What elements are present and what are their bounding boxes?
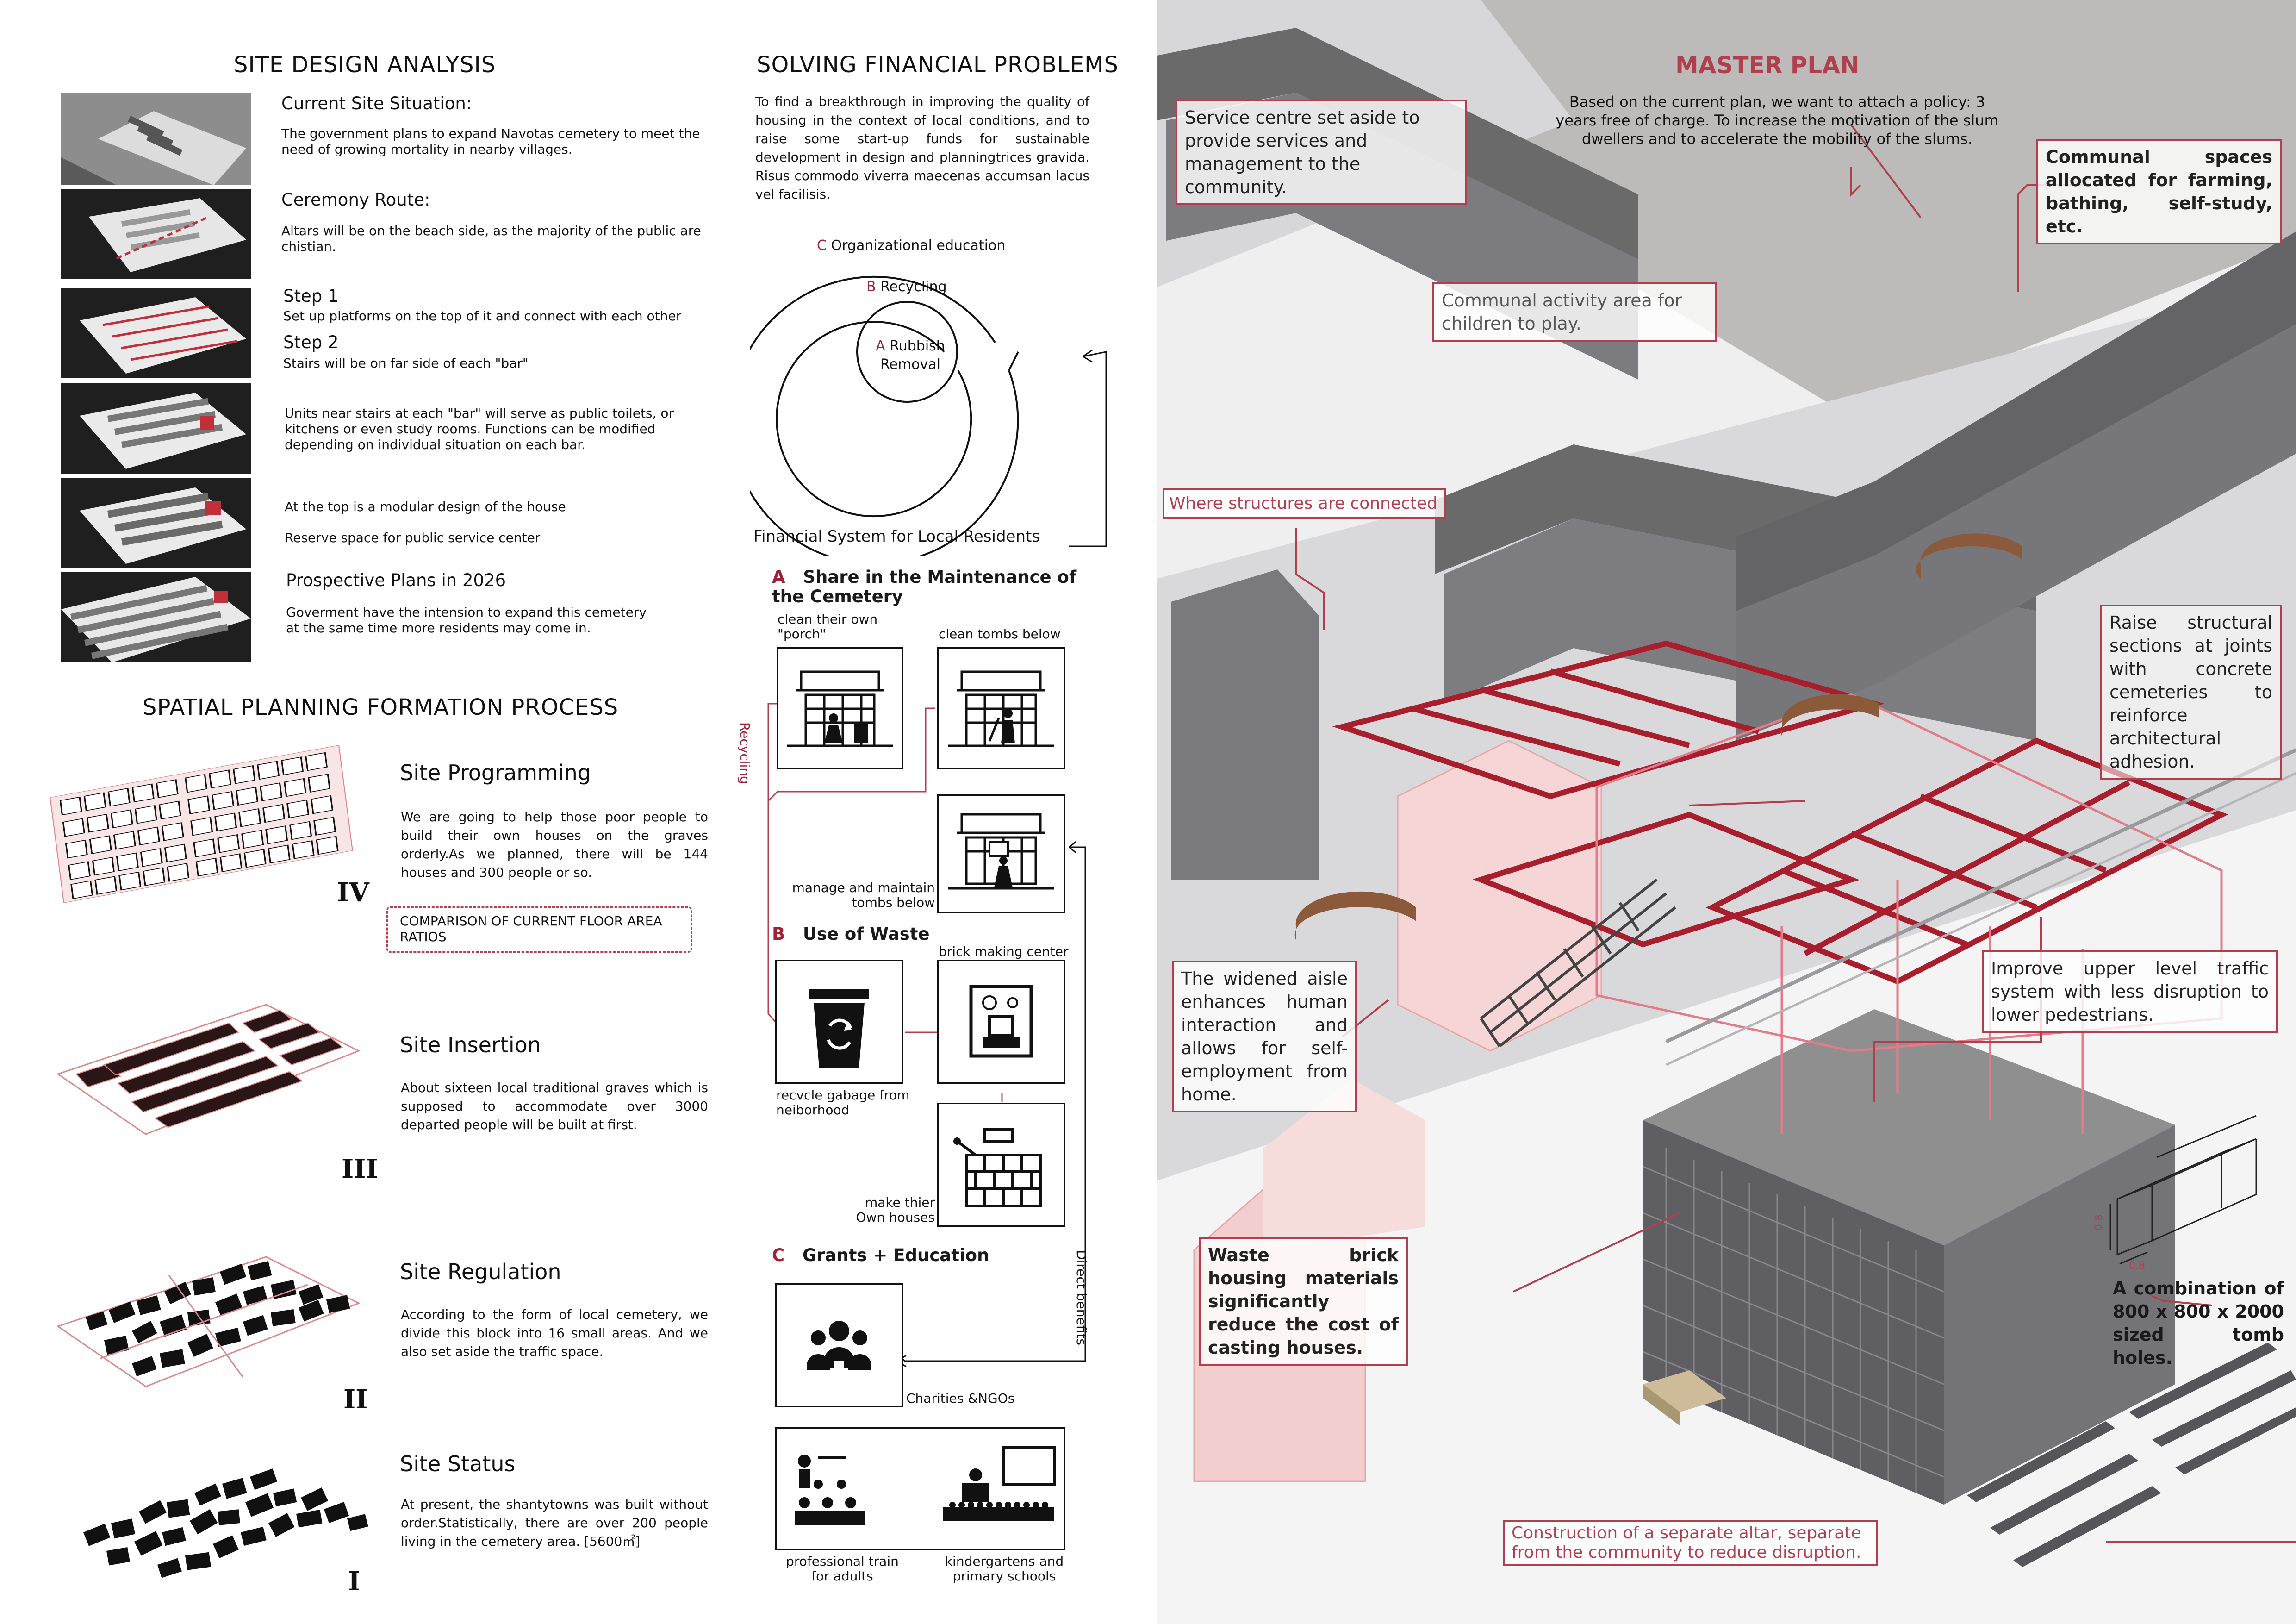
direct-benefits-label: Direct benefits (1074, 1250, 1089, 1345)
ring-a-label: A Rubbish Removal (876, 338, 945, 373)
site-thumb-6 (61, 572, 251, 662)
roman-iii: III (342, 1154, 378, 1184)
site-thumb-1 (61, 93, 251, 185)
recycling-side-label: Recycling (737, 722, 753, 784)
stage-text-insertion: About sixteen local traditional graves w… (401, 1080, 708, 1132)
step-heading-ceremony: Ceremony Route: (281, 190, 430, 210)
roman-iv: IV (337, 877, 369, 908)
site-thumb-5 (61, 478, 251, 568)
diagram-stage-i (83, 1468, 368, 1578)
label-clean-porch: clean their own "porch" (778, 612, 878, 642)
label-brick-center: brick making center (939, 944, 1069, 959)
financial-system-label: Financial System for Local Residents (753, 527, 1040, 546)
ann-structures-connected: Where structures are connected (1163, 488, 1446, 519)
icon-box-clean-tombs (937, 647, 1065, 769)
stage-text-status: At present, the shantytowns was built wi… (401, 1497, 708, 1549)
step-text-step2: Stairs will be on far side of each "bar" (283, 356, 529, 371)
step-text-2026: Goverment have the intension to expand t… (286, 605, 647, 636)
step-heading-2026: Prospective Plans in 2026 (286, 570, 506, 590)
ann-communal-activity: Communal activity area for children to p… (1432, 282, 1717, 342)
stage-heading-status: Site Status (400, 1451, 516, 1476)
step-text-step1: Set up platforms on the top of it and co… (283, 308, 682, 324)
ann-upper-traffic: Improve upper level traffic system with … (1982, 950, 2278, 1033)
site-thumb-2 (61, 189, 251, 279)
step-text-modular: At the top is a modular design of the ho… (285, 499, 566, 514)
master-plan-subtitle: Based on the current plan, we want to at… (1556, 93, 1999, 148)
far-comparison-box: COMPARISON OF CURRENT FLOOR AREA RATIOS (386, 906, 692, 953)
label-own-houses: make thier Own houses (856, 1195, 935, 1225)
icon-box-manage-tombs (937, 794, 1065, 913)
stage-text-programming: We are going to help those poor people t… (401, 809, 708, 880)
ann-tomb-holes: A combination of 800 x 800 x 2000 sized … (2113, 1278, 2284, 1368)
label-manage-tombs: manage and maintain tombs below (792, 880, 935, 910)
roman-ii: II (343, 1384, 368, 1415)
stage-heading-programming: Site Programming (400, 760, 591, 785)
step-text-current: The government plans to expand Navotas c… (281, 126, 700, 157)
far-comparison-label: COMPARISON OF CURRENT FLOOR AREA RATIOS (400, 913, 662, 944)
diagram-stage-iv (50, 745, 353, 903)
label-charities: Charities &NGOs (906, 1391, 1015, 1406)
ann-raise-sections: Raise structural sections at joints with… (2100, 605, 2282, 780)
label-professional-train: professional train for adults (786, 1554, 899, 1584)
icon-box-bricks (937, 1103, 1065, 1227)
icon-box-education (775, 1427, 1065, 1550)
icon-box-recycle-bin (775, 960, 903, 1084)
ring-c-label: C Organizational education (817, 237, 1006, 254)
ann-widened-aisle: The widened aisle enhances human interac… (1172, 961, 1357, 1112)
icon-box-charities (775, 1283, 903, 1407)
master-plan-render (1157, 0, 2296, 1624)
label-kindergartens: kindergartens and primary schools (945, 1554, 1064, 1584)
stage-heading-insertion: Site Insertion (400, 1032, 541, 1057)
section-a-heading: A Share in the Maintenance of the Cemete… (772, 567, 1077, 606)
stage-heading-regulation: Site Regulation (400, 1259, 561, 1284)
ann-separate-altar: Construction of a separate altar, separa… (1503, 1520, 1878, 1566)
site-thumb-4 (61, 383, 251, 474)
step-text-units: Units near stairs at each "bar" will ser… (285, 406, 674, 452)
flow-connectors (767, 703, 1086, 1368)
diagram-stage-ii (56, 1256, 361, 1387)
icon-box-brick-center (937, 960, 1065, 1084)
roman-i: I (348, 1566, 361, 1597)
spatial-title: SPATIAL PLANNING FORMATION PROCESS (143, 694, 619, 720)
ring-b-label: B Recycling (866, 279, 947, 295)
ann-waste-brick: Waste brick housing materials significan… (1199, 1237, 1408, 1366)
financial-rings-diagram (750, 275, 1107, 556)
label-clean-tombs: clean tombs below (939, 626, 1061, 642)
step-text-reserve: Reserve space for public service center (285, 530, 541, 545)
dim-label-2: 0.8 (2129, 1260, 2145, 1272)
icon-box-clean-porch (777, 647, 903, 769)
diagram-stage-iii (56, 1004, 361, 1135)
ann-service-centre: Service centre set aside to provide serv… (1176, 100, 1467, 205)
ann-communal-spaces: Communal spaces allocated for farming, b… (2036, 139, 2282, 244)
dim-label-1: 0.8 (2093, 1214, 2105, 1230)
step-text-ceremony: Altars will be on the beach side, as the… (281, 223, 701, 254)
site-thumb-3 (61, 288, 251, 378)
section-b-heading: B Use of Waste (772, 924, 930, 944)
financial-intro: To find a breakthrough in improving the … (755, 94, 1089, 202)
step-heading-step2: Step 2 (283, 332, 339, 352)
step-heading-step1: Step 1 (283, 286, 339, 306)
label-recycle-garbage: recvcle gabage from neiborhood (776, 1087, 910, 1118)
section-c-heading: C Grants + Education (772, 1245, 989, 1265)
master-plan-title: MASTER PLAN (1675, 52, 1860, 79)
site-design-title: SITE DESIGN ANALYSIS (234, 52, 496, 78)
financial-title: SOLVING FINANCIAL PROBLEMS (757, 52, 1119, 78)
stage-text-regulation: According to the form of local cemetery,… (401, 1307, 708, 1359)
step-heading-current: Current Site Situation: (281, 94, 472, 113)
